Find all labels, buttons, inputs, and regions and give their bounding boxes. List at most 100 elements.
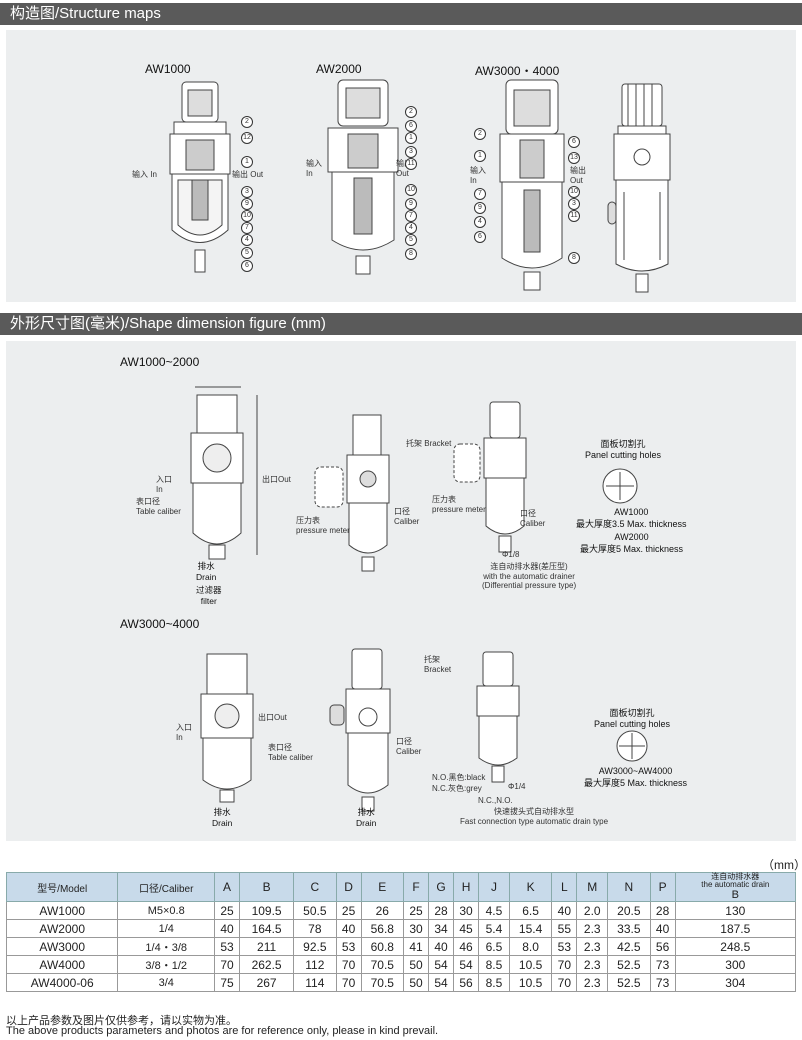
table-cell: 1/4・3/8 bbox=[117, 937, 216, 956]
table-cell: 40 bbox=[649, 919, 676, 938]
table-cell: AW4000 bbox=[5, 955, 119, 974]
callout-number: 1 bbox=[474, 150, 486, 162]
callout-number: 3 bbox=[405, 146, 417, 158]
caliber-en: Table caliber bbox=[136, 507, 181, 516]
table-cell: 56 bbox=[453, 973, 480, 992]
caliber-cn: 表口径 bbox=[136, 497, 160, 506]
table-cell: 70 bbox=[335, 973, 362, 992]
nc-line1: N.O.黑色:black bbox=[432, 773, 486, 782]
table-cell: 1/4 bbox=[117, 919, 216, 938]
table-cell: 164.5 bbox=[239, 919, 295, 938]
aw3000-front-drawing bbox=[200, 653, 254, 803]
inlet-en: In bbox=[156, 485, 163, 494]
table-header-cell: G bbox=[428, 872, 455, 902]
callout-number: 13 bbox=[568, 152, 580, 164]
table-cell: 109.5 bbox=[239, 901, 295, 920]
table-header-cell: P bbox=[649, 872, 676, 902]
panel1-thick: 最大厚度3.5 Max. thickness bbox=[576, 519, 687, 529]
table-cell: 2.0 bbox=[576, 901, 609, 920]
table-cell: 60.8 bbox=[360, 937, 405, 956]
model-label-aw3000: AW3000・4000 bbox=[475, 64, 560, 78]
table-cell: 40 bbox=[428, 937, 455, 956]
table-cell: 33.5 bbox=[607, 919, 651, 938]
table-cell: 8.5 bbox=[478, 973, 510, 992]
aw3000-exterior-drawing bbox=[607, 83, 671, 293]
port-cn-2: 口径 bbox=[520, 509, 536, 518]
table-cell: 211 bbox=[239, 937, 295, 956]
table-cell: 304 bbox=[674, 973, 797, 992]
table-cell: 70 bbox=[335, 955, 362, 974]
table-cell: 53 bbox=[551, 937, 578, 956]
table-cell: 78 bbox=[293, 919, 337, 938]
table-cell: 40 bbox=[551, 901, 578, 920]
table-cell: 52.5 bbox=[607, 973, 651, 992]
table-cell: 53 bbox=[214, 937, 241, 956]
table-cell: 114 bbox=[293, 973, 337, 992]
model-label-aw2000: AW2000 bbox=[316, 62, 362, 76]
bracket-cn: 托架 bbox=[406, 439, 422, 448]
table-cell: AW4000-06 bbox=[5, 973, 119, 992]
group-label-aw1000-2000: AW1000~2000 bbox=[120, 355, 200, 369]
table-cell: AW2000 bbox=[5, 919, 119, 938]
callout-number: 1 bbox=[405, 132, 417, 144]
drain-header-line: 连自动排水器 bbox=[711, 872, 760, 881]
table-cell: 52.5 bbox=[607, 955, 651, 974]
table-cell: 248.5 bbox=[674, 937, 797, 956]
aw1000-in-label: 输入 In bbox=[132, 169, 157, 180]
thread-label: Φ1/8 bbox=[502, 550, 520, 559]
callout-number: 8 bbox=[405, 248, 417, 260]
table-cell: 56 bbox=[649, 937, 676, 956]
inlet-en-2: In bbox=[176, 733, 183, 742]
section-header-structure: 构造图/Structure maps bbox=[0, 3, 802, 25]
callout-number: 3 bbox=[568, 198, 580, 210]
table-cell: M5×0.8 bbox=[117, 901, 216, 920]
table-cell: 54 bbox=[428, 973, 455, 992]
aw3000-section-drawing bbox=[499, 79, 565, 291]
caliber-cn-2: 表口径 bbox=[268, 743, 292, 752]
callout-number: 10 bbox=[241, 210, 253, 222]
table-cell: 10.5 bbox=[508, 973, 553, 992]
auto-drain-drawing bbox=[453, 401, 527, 553]
table-cell: AW1000 bbox=[5, 901, 119, 920]
table-cell: 28 bbox=[428, 901, 455, 920]
auto-drain-en2: (Differential pressure type) bbox=[482, 581, 577, 590]
aw2000-section-drawing bbox=[327, 79, 399, 275]
table-cell: 53 bbox=[335, 937, 362, 956]
footer-cn: 以上产品参数及图片仅供参考，请以实物为准。 bbox=[6, 1015, 237, 1027]
out-cn-3: 输出 bbox=[570, 166, 586, 175]
table-header-cell: H bbox=[453, 872, 480, 902]
aw1000-section-drawing bbox=[169, 81, 231, 273]
model-label-aw1000: AW1000 bbox=[145, 62, 191, 76]
table-cell: 25 bbox=[335, 901, 362, 920]
callout-number: 9 bbox=[241, 198, 253, 210]
table-header-cell: K bbox=[508, 872, 553, 902]
bracket-label: 托架 Bracket bbox=[406, 438, 451, 449]
in-cn-3: 输入 bbox=[470, 166, 486, 175]
in-cn-2: 输入 bbox=[306, 159, 322, 168]
aw3000-fast-drain-drawing bbox=[476, 651, 520, 783]
inlet-cn-2: 入口 bbox=[176, 723, 192, 732]
callout-number: 7 bbox=[241, 222, 253, 234]
gauge-cn: 压力表 bbox=[296, 516, 320, 525]
aw1000-side-drawing bbox=[314, 414, 390, 572]
nc-line2: N.C.灰色:grey bbox=[432, 784, 482, 793]
table-cell: 3/4 bbox=[117, 973, 216, 992]
callout-number: 6 bbox=[568, 136, 580, 148]
table-cell: 50 bbox=[403, 955, 430, 974]
table-header-cell: 口径/Caliber bbox=[117, 872, 216, 902]
gauge-cn-2: 压力表 bbox=[432, 495, 456, 504]
table-header-cell: M bbox=[576, 872, 609, 902]
callout-number: 6 bbox=[474, 231, 486, 243]
